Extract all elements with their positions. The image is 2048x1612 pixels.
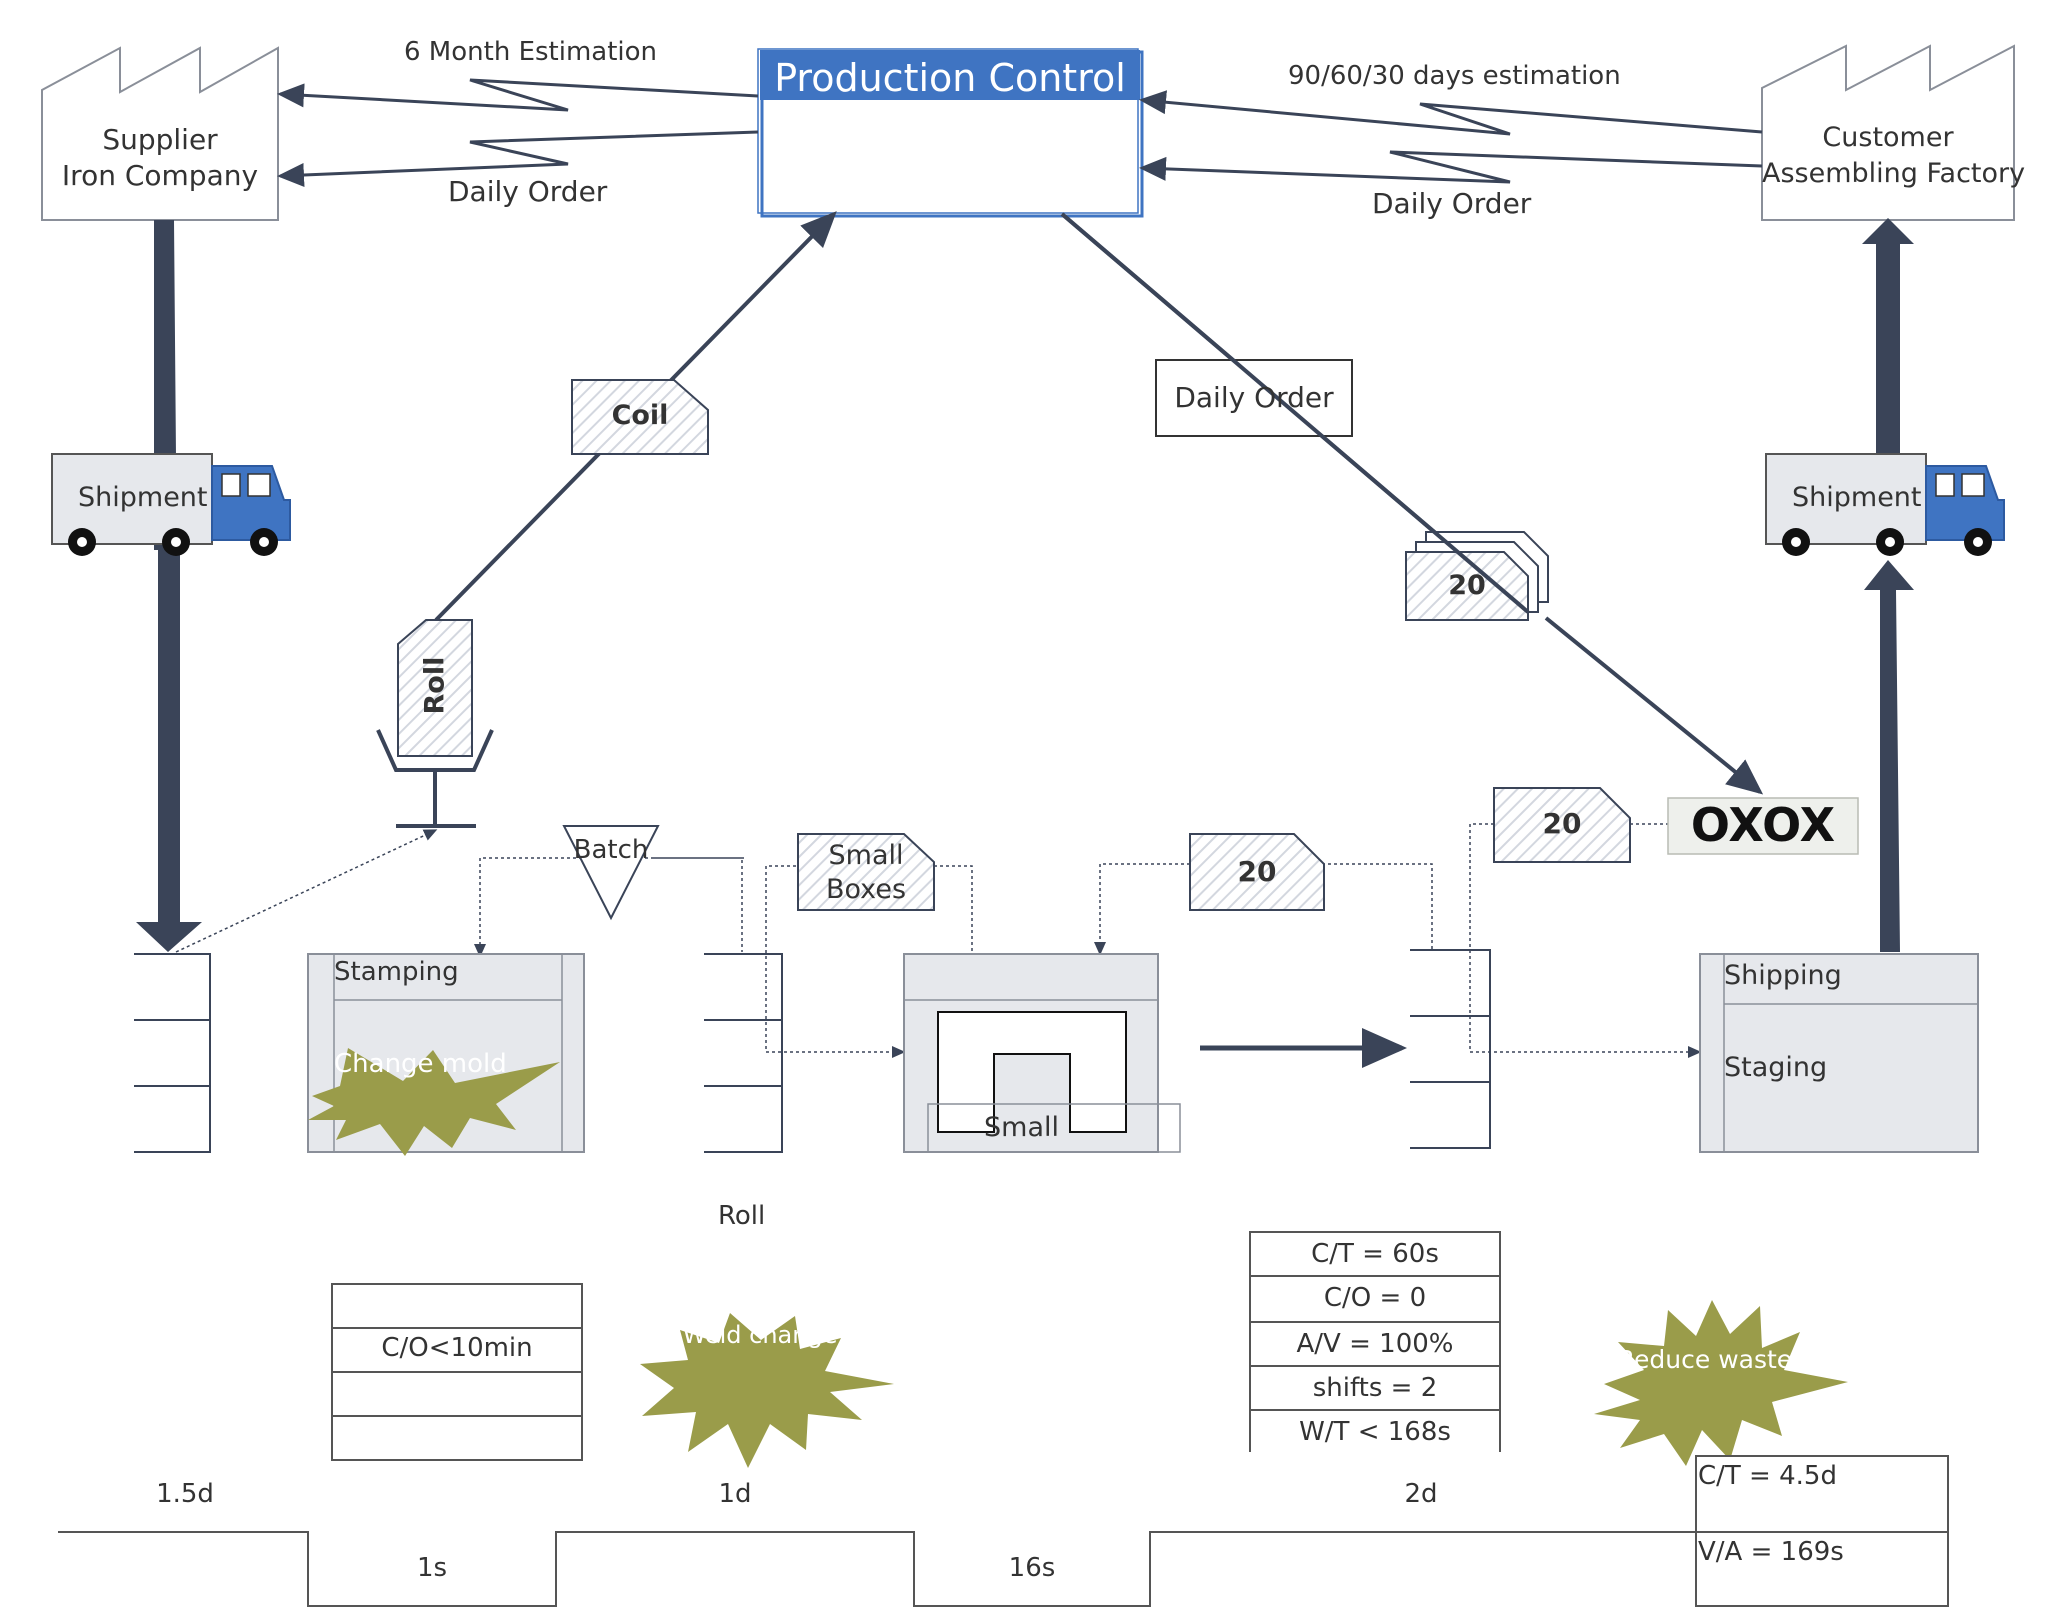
truck-icon [51, 453, 291, 556]
small-data-row: A/V = 100% [1296, 1329, 1454, 1359]
inventory-stack [704, 953, 783, 1153]
small-boxes-right-line [934, 865, 973, 952]
stamping-data-box [331, 1283, 583, 1461]
inventory-stack [1410, 949, 1491, 1149]
customer-factory-icon [1761, 44, 2015, 221]
small-process [903, 953, 1181, 1153]
shipment-right-label: Shipment [1792, 482, 1922, 513]
supplier-factory-icon [41, 46, 279, 221]
stamping-title: Stamping [334, 957, 459, 987]
shipment-left-label: Shipment [78, 482, 208, 513]
small-data-row: shifts = 2 [1312, 1373, 1438, 1403]
estimation-flow-right [1139, 90, 1763, 136]
kaizen-right-label: Reduce waste [1617, 1345, 1793, 1374]
staging-label: Staging [1724, 1052, 1828, 1083]
daily-order-box-label: Daily Order [1174, 381, 1334, 414]
batch-label: Batch [573, 835, 649, 865]
customer-name-line1: Customer [1822, 122, 1954, 153]
timeline-top-value: 2d [1404, 1479, 1438, 1509]
timeline-top-value: 1.5d [156, 1479, 214, 1509]
six-month-estimation-label: 6 Month Estimation [404, 37, 658, 67]
daily-order-right-label: Daily Order [1372, 187, 1532, 220]
supplier-push-arrow [136, 220, 202, 952]
kanban20-mid-right-line [1322, 863, 1433, 950]
batch-triangle [562, 825, 660, 921]
roll-label: Roll [718, 1201, 766, 1231]
shipping-title: Shipping [1724, 960, 1842, 991]
change-mold-label: Change mold [334, 1049, 507, 1079]
coil-kanban-label: Coil [611, 400, 669, 431]
coil-kanban [571, 379, 709, 455]
oxox-label: OXOX [1690, 798, 1836, 852]
supplier-name-line2: Iron Company [61, 159, 259, 192]
production-control-title: Production Control [774, 56, 1126, 100]
inventory-stack [134, 953, 211, 1153]
small-boxes-label-1: Small [828, 840, 904, 871]
small-data-row: W/T < 168s [1299, 1417, 1451, 1447]
summary-box [1695, 1455, 1949, 1607]
small-data-box [1249, 1231, 1501, 1452]
roll-kanban-label: Roll [419, 656, 451, 715]
truck-icon [1765, 453, 2005, 556]
withdrawal-line [175, 829, 438, 953]
kaizen-burst [640, 1313, 894, 1468]
kaizen-burst [1594, 1300, 1848, 1466]
summary-ct: C/T = 4.5d [1698, 1461, 1837, 1491]
stamping-data-row: C/O<10min [381, 1333, 533, 1363]
timeline-bottom-value: 16s [1008, 1553, 1056, 1583]
roll-signal-post [376, 619, 494, 828]
kanban20-mid-line [1094, 863, 1190, 956]
daily-order-box [1155, 359, 1353, 437]
shipping-process [1699, 953, 1979, 1153]
batch-signal-line [474, 857, 744, 958]
small-boxes-kanban [797, 833, 935, 911]
timeline [58, 1531, 1696, 1607]
small-boxes-label-2: Boxes [825, 874, 907, 905]
daily-order-flow-left [277, 130, 759, 187]
small-data-row: C/O = 0 [1323, 1283, 1427, 1313]
summary-va: V/A = 169s [1698, 1537, 1844, 1567]
small-data-row: C/T = 60s [1311, 1239, 1439, 1269]
small-process-label: Small [984, 1112, 1059, 1143]
kaizen-mid-label: Weld change [682, 1321, 838, 1349]
batch-to-stock-line [654, 857, 743, 952]
kanban-20-mid-label: 20 [1237, 855, 1277, 888]
production-control-box [757, 48, 1144, 218]
daily-order-flow-right [1139, 150, 1763, 184]
kanban20-right-line [1469, 823, 1702, 1058]
kaizen-burst [308, 1048, 560, 1156]
estimation-flow-left [277, 78, 759, 112]
timeline-bottom-value: 1s [416, 1553, 448, 1583]
customer-ship-arrow [1862, 218, 1914, 952]
kanban-20-right-label: 20 [1542, 807, 1582, 840]
kanban-to-oxox-line [1544, 616, 1764, 795]
kanban-20-mid [1189, 833, 1325, 911]
small-boxes-line [765, 865, 906, 1058]
kanban-stack-label: 20 [1448, 570, 1486, 601]
timeline-top-value: 1d [718, 1479, 752, 1509]
daily-order-left-label: Daily Order [448, 175, 608, 208]
customer-name-line2: Assembling Factory [1762, 158, 2026, 189]
supplier-name-line1: Supplier [102, 123, 218, 156]
kanban-20-right [1493, 787, 1631, 863]
ninety-days-label: 90/60/30 days estimation [1288, 61, 1621, 91]
oxox-box [1667, 797, 1859, 855]
